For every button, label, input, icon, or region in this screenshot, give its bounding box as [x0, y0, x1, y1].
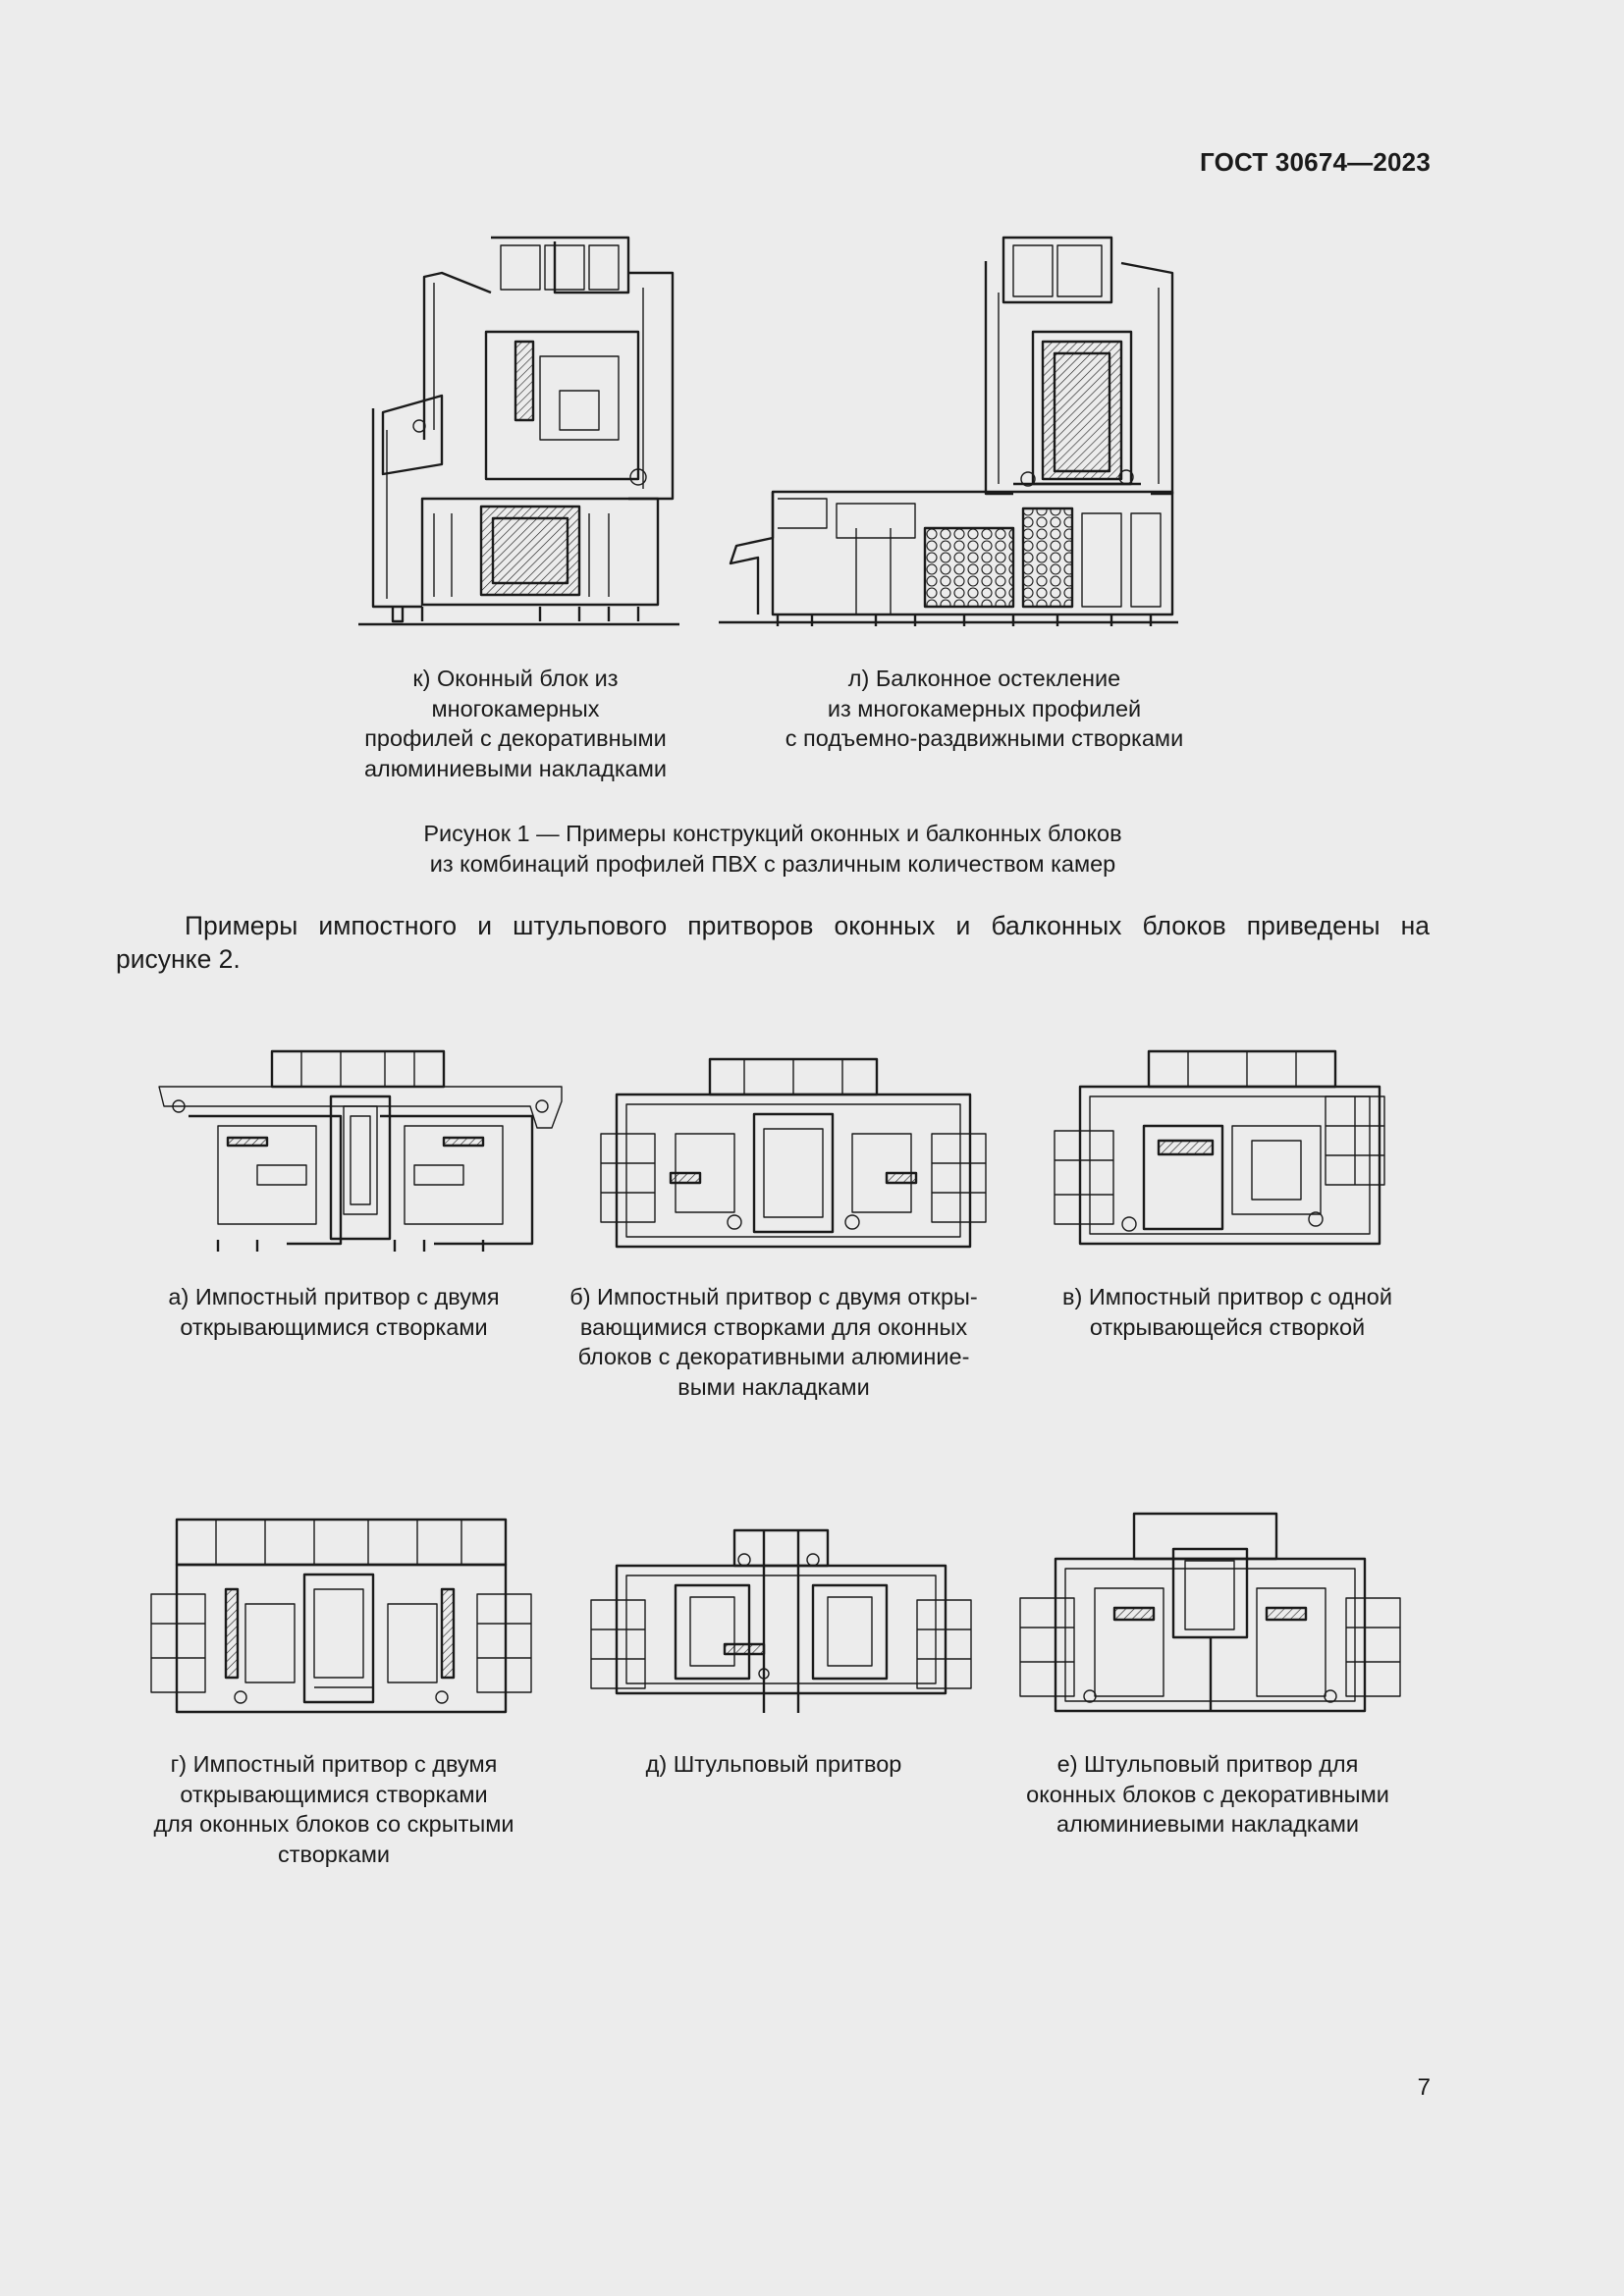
figure-2a-mullion-drawing — [158, 1049, 563, 1252]
standard-number: ГОСТ 30674—2023 — [1200, 147, 1431, 177]
figure-2e-caption: е) Штульповый притвор для оконных блоков… — [1026, 1751, 1389, 1837]
figure-2d-caption: д) Штульповый притвор — [645, 1751, 902, 1777]
page-number: 7 — [1417, 2074, 1431, 2101]
figure-1k-caption: к) Оконный блок из многокамерных профиле… — [363, 666, 668, 781]
figure-2g-mullion-drawing — [150, 1518, 532, 1714]
figure-2e-astragal-drawing — [1019, 1512, 1401, 1713]
figure-1-title: Рисунок 1 — Примеры конструкций оконных … — [423, 821, 1122, 877]
figure-2g-caption: г) Импостный притвор с двумя открывающим… — [153, 1751, 514, 1867]
figure-2d-astragal-drawing — [590, 1528, 972, 1713]
figure-2v-mullion-drawing — [1054, 1049, 1385, 1246]
figure-2v-caption: в) Импостный притвор с одной открывающей… — [1061, 1284, 1392, 1340]
figure-2b-mullion-drawing — [600, 1057, 987, 1249]
body-paragraph: Примеры импостного и штульпового притвор… — [116, 911, 1430, 974]
figure-2a-caption: а) Импостный притвор с двумя открывающим… — [168, 1284, 500, 1340]
figure-1l-balcony-profile-drawing — [719, 236, 1178, 626]
figure-1k-window-profile-drawing — [358, 236, 679, 626]
figure-1l-caption: л) Балконное остекление из многокамерных… — [785, 666, 1184, 751]
figure-2b-caption: б) Импостный притвор с двумя откры- вающ… — [569, 1284, 978, 1400]
